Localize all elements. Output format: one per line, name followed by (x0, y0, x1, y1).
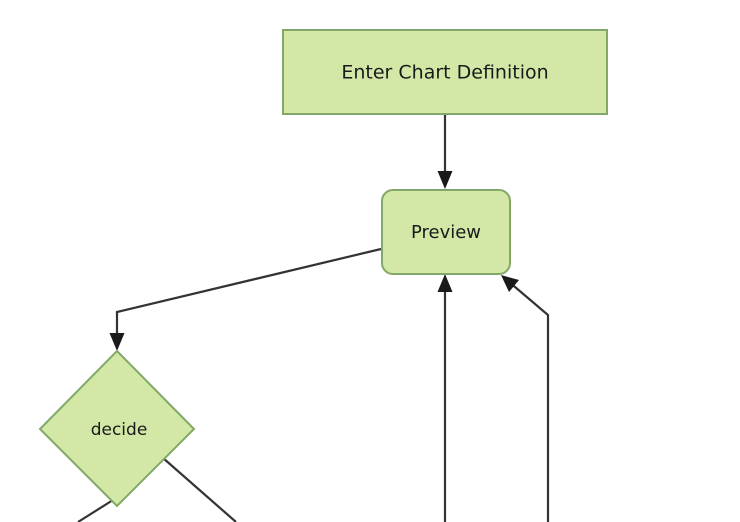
edge-preview-to-decide[interactable] (109, 247, 382, 351)
edge-offscreen-right-to-preview-arrowhead (501, 275, 519, 292)
node-decide[interactable]: decide (38, 349, 196, 508)
node-preview-shape (381, 189, 511, 275)
node-enter-chart-definition-shape (282, 29, 608, 115)
edge-preview-to-decide-line (115, 247, 382, 342)
node-decide-label: decide (91, 420, 148, 440)
edge-offscreen-right-to-preview-line (507, 280, 550, 522)
edge-enter-to-preview-arrowhead (437, 171, 453, 189)
edge-decide-out-right-line (162, 457, 237, 522)
edge-decide-out-left[interactable] (77, 499, 114, 522)
edge-decide-out-left-line (77, 499, 114, 522)
edge-offscreen-center-to-preview-arrowhead (437, 274, 453, 292)
edge-enter-to-preview[interactable] (437, 114, 453, 189)
node-preview[interactable]: Preview (381, 189, 511, 275)
edge-preview-to-decide-arrowhead (109, 333, 125, 351)
edge-offscreen-center-to-preview[interactable] (437, 274, 453, 522)
node-preview-label: Preview (411, 222, 481, 243)
node-decide-shape (38, 349, 196, 508)
edge-offscreen-right-to-preview[interactable] (501, 275, 550, 522)
edge-decide-out-right[interactable] (162, 457, 237, 522)
node-enter-chart-definition[interactable]: Enter Chart Definition (282, 29, 608, 115)
node-enter-chart-definition-label: Enter Chart Definition (341, 62, 548, 84)
